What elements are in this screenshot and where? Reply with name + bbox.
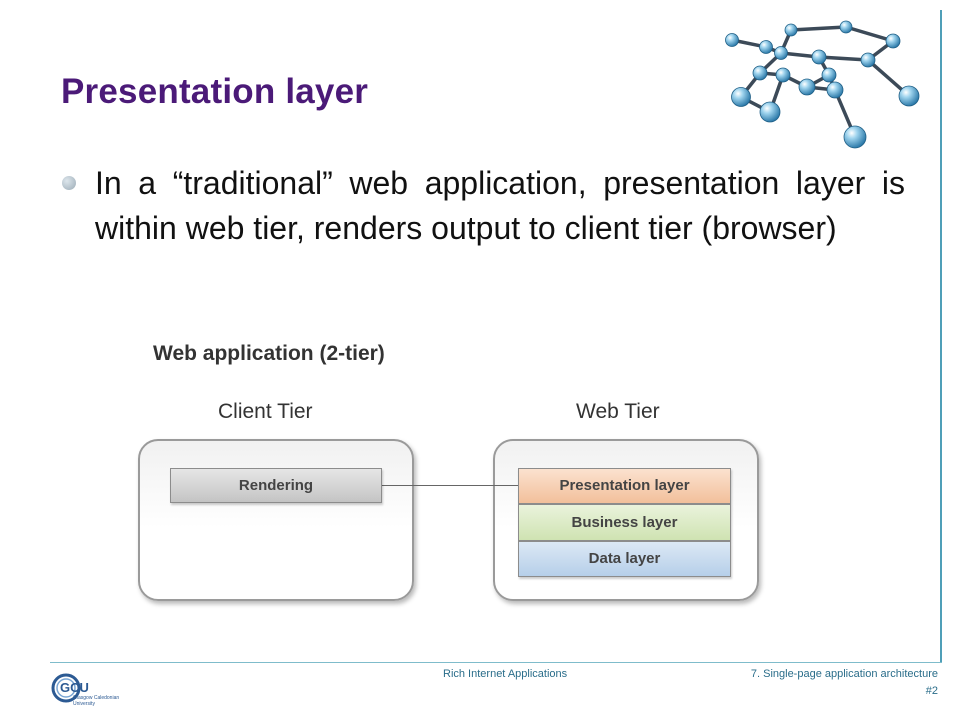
data-layer-box: Data layer bbox=[518, 541, 731, 577]
footer-topic: 7. Single-page application architecture bbox=[750, 668, 938, 680]
client-tier-box bbox=[138, 439, 414, 601]
business-layer-box: Business layer bbox=[518, 504, 731, 541]
client-tier-label: Client Tier bbox=[218, 400, 313, 423]
svg-text:University: University bbox=[73, 701, 95, 707]
right-border-rule bbox=[940, 10, 942, 662]
architecture-diagram: Web application (2-tier) Client Tier Web… bbox=[130, 338, 770, 608]
gcu-logo: GCU Glasgow Caledonian University bbox=[51, 673, 119, 707]
svg-text:Glasgow Caledonian: Glasgow Caledonian bbox=[73, 695, 119, 701]
diagram-title: Web application (2-tier) bbox=[153, 342, 385, 365]
footer-divider bbox=[50, 662, 942, 663]
rendering-layer: Rendering bbox=[170, 468, 382, 503]
presentation-layer-box: Presentation layer bbox=[518, 468, 731, 504]
round-bullet-icon bbox=[62, 176, 76, 190]
connector-line bbox=[382, 485, 518, 486]
slide-title: Presentation layer bbox=[61, 72, 369, 111]
bullet-text: In a “traditional” web application, pres… bbox=[95, 165, 905, 246]
svg-text:GCU: GCU bbox=[60, 680, 89, 695]
web-tier-label: Web Tier bbox=[576, 400, 660, 423]
slide-number: #2 bbox=[925, 685, 938, 697]
molecule-network-icon bbox=[725, 20, 920, 149]
footer-course: Rich Internet Applications bbox=[443, 668, 568, 680]
